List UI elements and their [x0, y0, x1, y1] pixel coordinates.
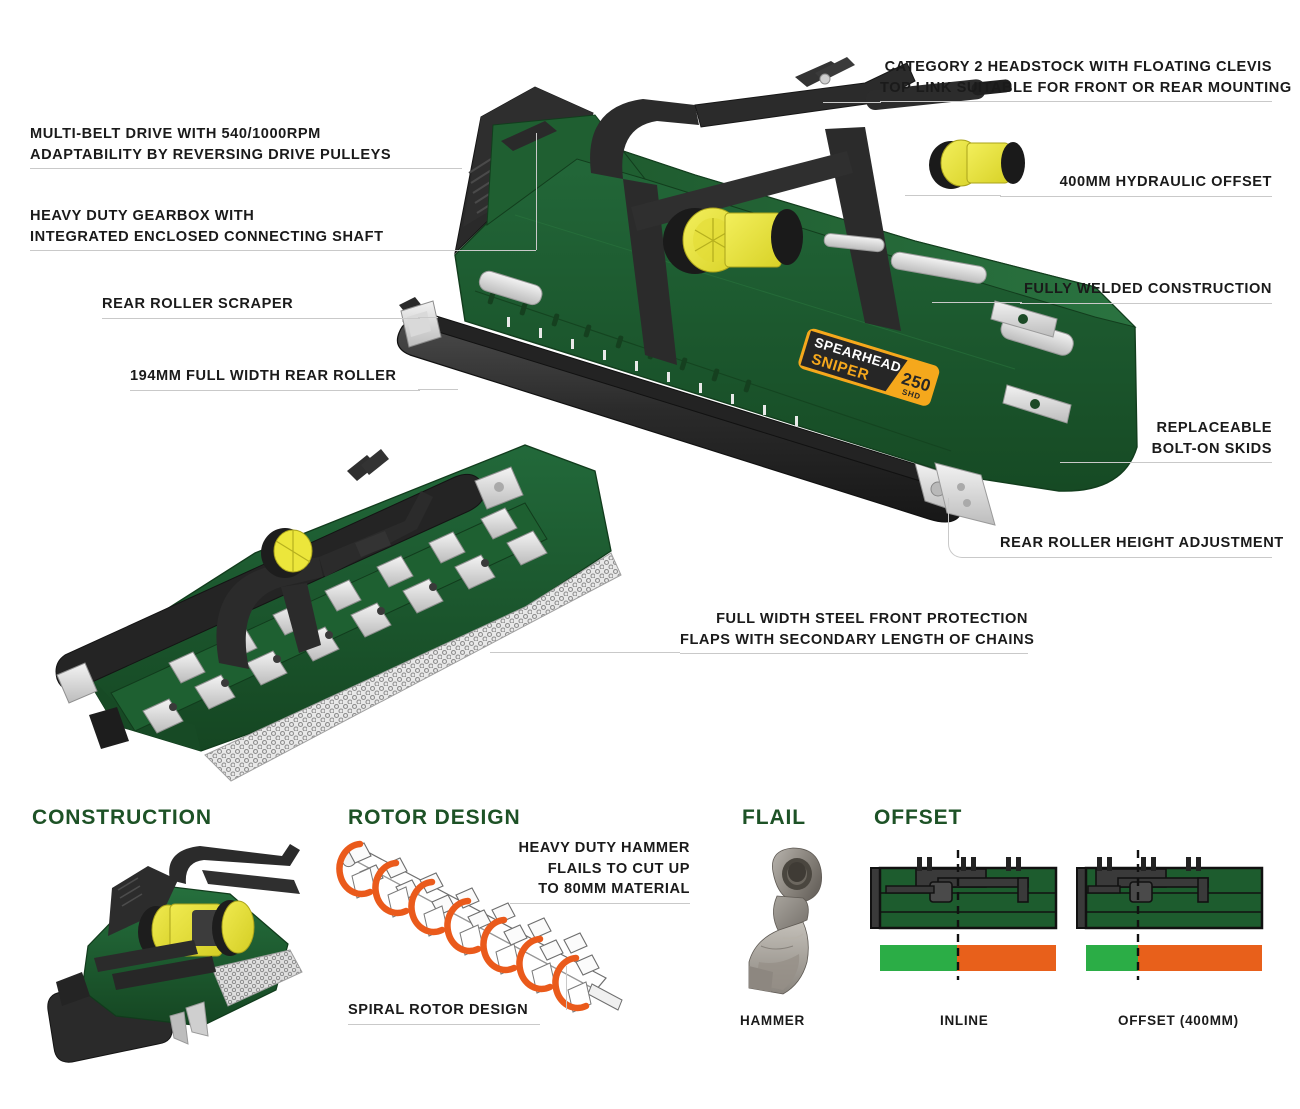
- callout-rule: [510, 902, 690, 904]
- section-heading-offset: OFFSET: [874, 806, 963, 829]
- main-machine-illustration: SPEARHEAD SNIPER 250 SHD: [395, 55, 1155, 526]
- callout-rule: [1000, 556, 1272, 558]
- underside-machine-illustration: [55, 425, 675, 795]
- section-heading-rotor-design: ROTOR DESIGN: [348, 806, 521, 829]
- roller-brackets-2: [56, 466, 524, 704]
- callout-line: REAR ROLLER SCRAPER: [102, 296, 294, 312]
- hydraulic-offset-cylinder: [865, 79, 1012, 110]
- callout-multi-belt-drive: MULTI-BELT DRIVE WITH 540/1000RPM ADAPTA…: [30, 124, 420, 169]
- callout-replaceable-skids: REPLACEABLE BOLT-ON SKIDS: [1060, 418, 1272, 463]
- callout-line: CATEGORY 2 HEADSTOCK WITH FLOATING CLEVI…: [884, 59, 1272, 75]
- callout-spiral-rotor-design: SPIRAL ROTOR DESIGN: [348, 1000, 540, 1025]
- callout-rule: [30, 168, 420, 169]
- callout-category2-headstock: CATEGORY 2 HEADSTOCK WITH FLOATING CLEVI…: [880, 57, 1292, 102]
- callout-rule: [130, 389, 420, 391]
- callout-rule: [348, 1023, 540, 1025]
- callout-line: TO 80MM MATERIAL: [538, 881, 690, 897]
- callout-rule: [1000, 195, 1272, 197]
- callout-line: 194MM FULL WIDTH REAR ROLLER: [130, 368, 397, 384]
- leader-line-rear-roller: [418, 389, 458, 390]
- callout-roller-height-adjust: REAR ROLLER HEIGHT ADJUSTMENT: [1000, 533, 1284, 558]
- caption-hammer: HAMMER: [740, 1013, 805, 1028]
- callout-line: 400MM HYDRAULIC OFFSET: [1059, 174, 1272, 190]
- chain-curtain: [204, 552, 622, 782]
- body-brackets: [990, 300, 1072, 424]
- leader-vertical-spiral: [566, 966, 567, 1010]
- pto-shaft-assembly: [663, 207, 803, 274]
- caption-inline: INLINE: [940, 1013, 989, 1028]
- callout-rule: [30, 250, 420, 251]
- offset-diagram-offset: [1072, 848, 1272, 998]
- callout-heavy-duty-gearbox: HEAVY DUTY GEARBOX WITH INTEGRATED ENCLO…: [30, 206, 420, 251]
- section-heading-flail: FLAIL: [742, 806, 806, 829]
- callout-line: MULTI-BELT DRIVE WITH 540/1000RPM: [30, 126, 321, 142]
- callout-front-protection: FULL WIDTH STEEL FRONT PROTECTION FLAPS …: [680, 609, 1035, 654]
- callout-rear-roller: 194MM FULL WIDTH REAR ROLLER: [130, 366, 420, 391]
- callout-rule: [102, 317, 420, 319]
- offset-ram: [823, 233, 987, 284]
- hammer-flail-photo: [745, 842, 855, 1002]
- headstock-frame-2: [216, 449, 433, 669]
- leader-line-front-protection: [490, 652, 680, 653]
- callout-line: FLAILS TO CUT UP: [547, 860, 690, 877]
- callout-line: SPIRAL ROTOR DESIGN: [348, 1002, 529, 1018]
- callout-line: FLAPS WITH SECONDARY LENGTH OF CHAINS: [680, 631, 1035, 648]
- callout-hydraulic-offset: 400MM HYDRAULIC OFFSET: [1000, 172, 1272, 197]
- callout-line: HEAVY DUTY HAMMER: [518, 840, 690, 856]
- leader-line-hydraulic-offset: [905, 195, 1001, 196]
- callout-heavy-duty-hammer: HEAVY DUTY HAMMER FLAILS TO CUT UP TO 80…: [510, 838, 690, 904]
- leader-line-gearbox: [418, 250, 536, 251]
- callout-line: BOLT-ON SKIDS: [1151, 440, 1272, 457]
- leader-line-scraper: [418, 317, 438, 318]
- rotor-illustration: [330, 832, 660, 1022]
- callout-rule: [880, 101, 1272, 102]
- callout-line: FULL WIDTH STEEL FRONT PROTECTION: [716, 611, 1028, 627]
- pto-shaft-rear: [929, 139, 1025, 189]
- callout-line: INTEGRATED ENCLOSED CONNECTING SHAFT: [30, 228, 384, 245]
- section-heading-construction: CONSTRUCTION: [32, 806, 212, 829]
- callout-line: REPLACEABLE: [1156, 420, 1272, 436]
- offset-diagram-inline: [866, 848, 1066, 998]
- callout-line: TOP LINK SUITABLE FOR FRONT OR REAR MOUN…: [880, 79, 1292, 96]
- leader-line-multi-belt: [418, 168, 462, 169]
- callout-rule: [1060, 462, 1272, 463]
- callout-line: HEAVY DUTY GEARBOX WITH: [30, 208, 255, 224]
- leader-vertical-gearbox: [536, 133, 537, 250]
- leader-line-headstock: [823, 102, 881, 103]
- callout-fully-welded: FULLY WELDED CONSTRUCTION: [1020, 279, 1272, 304]
- construction-thumbnail: [47, 840, 322, 1070]
- caption-offset: OFFSET (400MM): [1118, 1013, 1239, 1028]
- callout-rule: [680, 653, 1028, 654]
- callout-line: REAR ROLLER HEIGHT ADJUSTMENT: [1000, 535, 1284, 551]
- callout-line: FULLY WELDED CONSTRUCTION: [1023, 281, 1272, 297]
- leader-curve-roller-height: [948, 498, 1002, 558]
- callout-rule: [1020, 302, 1272, 304]
- callout-line: ADAPTABILITY BY REVERSING DRIVE PULLEYS: [30, 146, 392, 163]
- leader-line-fully-welded: [932, 302, 1022, 303]
- pto-guard-2: [261, 528, 313, 578]
- callout-rear-roller-scraper: REAR ROLLER SCRAPER: [102, 294, 420, 319]
